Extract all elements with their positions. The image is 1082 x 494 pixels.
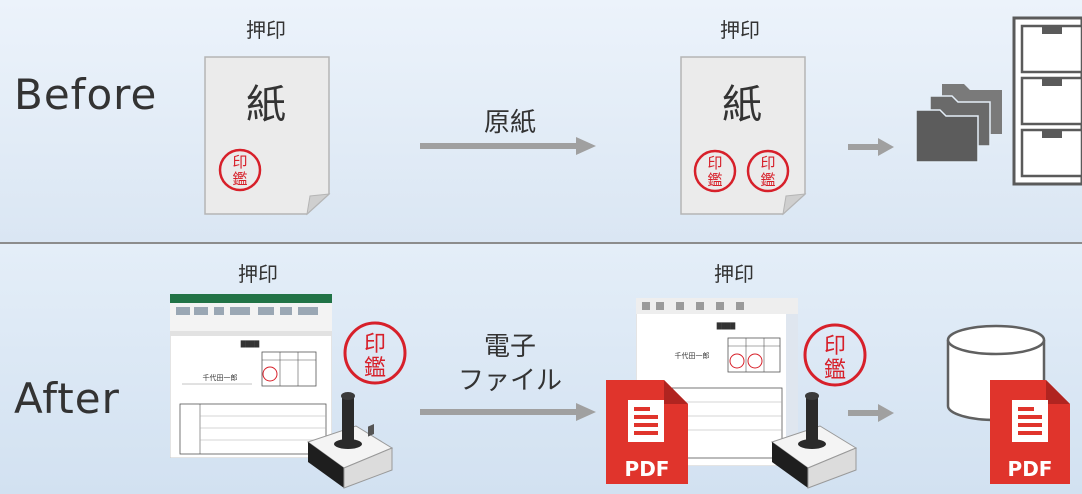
paper-char: 紙 — [246, 82, 286, 128]
filing-cabinet-icon — [1012, 16, 1082, 186]
svg-text:印: 印 — [760, 154, 775, 172]
arrow-right-icon — [420, 137, 596, 155]
arrow-right-icon — [420, 403, 596, 421]
svg-text:鑑: 鑑 — [760, 171, 775, 189]
arrow-label-line-2: ファイル — [457, 366, 562, 396]
before-row-label: Before — [14, 70, 158, 119]
arrow-right-icon — [848, 404, 894, 422]
seal-icon: 印 鑑 — [693, 149, 737, 193]
seal-icon: 印 鑑 — [343, 321, 407, 385]
svg-text:鑑: 鑑 — [707, 171, 722, 189]
seal-icon: 印 鑑 — [746, 149, 790, 193]
svg-text:████: ████ — [240, 340, 260, 348]
svg-text:印: 印 — [824, 334, 846, 359]
svg-text:PDF: PDF — [1008, 457, 1053, 481]
svg-text:千代田一郎: 千代田一郎 — [675, 351, 710, 360]
arrow-label-line-1: 電子 — [483, 332, 536, 362]
arrow-label-electronic: 電子 ファイル — [440, 330, 580, 398]
paper-stamped-icon: 紙 印 鑑 印 鑑 — [680, 56, 807, 216]
seal-icon: 印 鑑 — [803, 323, 867, 387]
section-divider — [0, 242, 1082, 244]
arrow-label-original: 原紙 — [483, 108, 536, 138]
arrow-right-icon — [848, 138, 894, 156]
stamp-label-after-1: 押印 — [238, 262, 278, 286]
seal-icon: 印 鑑 — [218, 148, 262, 192]
pdf-file-icon: PDF — [606, 380, 688, 484]
spreadsheet-screenshot: ████ 千代田一郎 — [170, 294, 332, 458]
stamp-label-before-2: 押印 — [720, 18, 760, 42]
svg-text:鑑: 鑑 — [364, 356, 386, 381]
svg-text:鑑: 鑑 — [824, 358, 846, 383]
svg-text:████: ████ — [716, 322, 736, 330]
stamp-label-after-2: 押印 — [714, 262, 754, 286]
stamp-label-before-1: 押印 — [246, 18, 286, 42]
svg-text:千代田一郎: 千代田一郎 — [203, 373, 238, 382]
after-row-label: After — [14, 374, 120, 423]
folders-icon — [915, 84, 1002, 163]
pdf-file-icon: PDF — [990, 380, 1070, 484]
svg-text:鑑: 鑑 — [232, 170, 247, 188]
paper-original-icon: 紙 印 鑑 — [204, 56, 331, 216]
svg-text:印: 印 — [707, 154, 722, 172]
svg-text:紙: 紙 — [722, 82, 762, 128]
svg-text:印: 印 — [364, 332, 386, 357]
digital-stamp-device-icon — [770, 392, 858, 489]
svg-text:印: 印 — [232, 153, 247, 171]
digital-stamp-device-icon — [306, 392, 394, 489]
svg-text:PDF: PDF — [625, 457, 670, 481]
before-section — [0, 0, 1082, 243]
